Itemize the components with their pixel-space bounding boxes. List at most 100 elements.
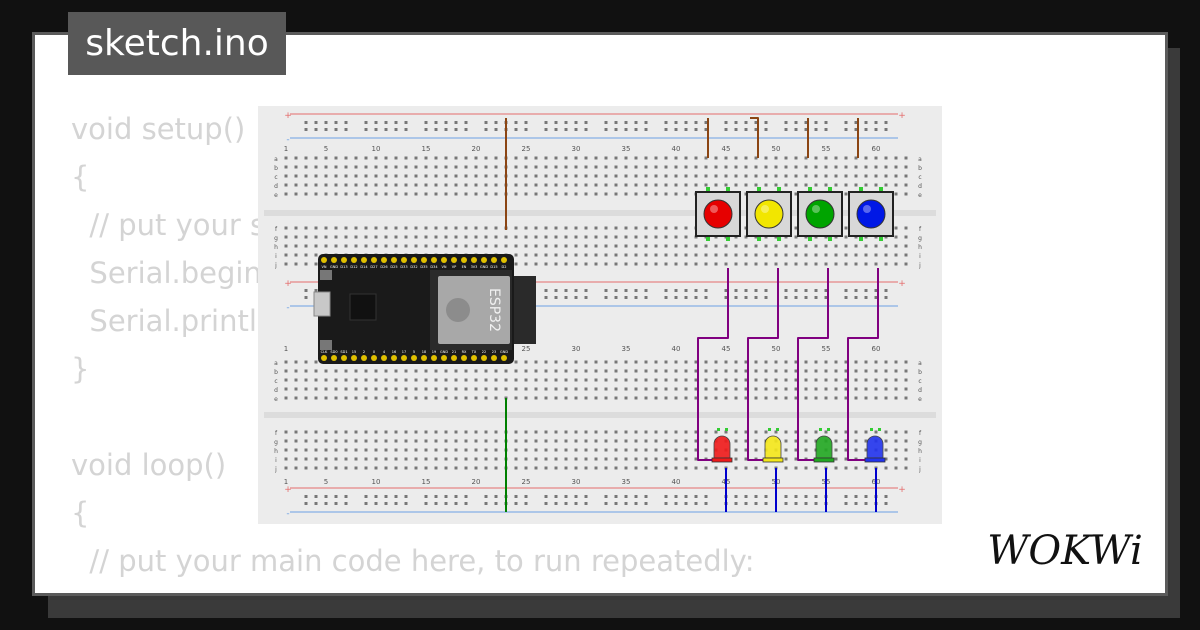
hole (654, 466, 658, 470)
column-number: 15 (422, 145, 431, 153)
hole (614, 235, 618, 239)
hole (694, 466, 698, 470)
button-pin (859, 237, 863, 241)
hole (444, 457, 448, 461)
hole (494, 156, 498, 160)
rail-hole (314, 502, 318, 505)
hole (754, 378, 758, 382)
hole (674, 235, 678, 239)
column-number: 20 (472, 145, 481, 153)
rail-hole (364, 495, 368, 498)
hole (654, 369, 658, 373)
hole (634, 192, 638, 196)
wokwi-logo: WOKWi (987, 528, 1143, 574)
hole (594, 262, 598, 266)
hole (684, 183, 688, 187)
led-body (764, 435, 782, 459)
hole (744, 253, 748, 257)
pin-label: 17 (402, 350, 406, 354)
hole (364, 156, 368, 160)
hole (544, 165, 548, 169)
hole (744, 244, 748, 248)
led-green[interactable] (813, 428, 835, 463)
leds[interactable] (711, 428, 886, 463)
rail-plus-label: + (898, 485, 906, 495)
hole (834, 174, 838, 178)
rail-hole (814, 128, 818, 131)
rail-hole (704, 296, 708, 299)
hole (874, 262, 878, 266)
hole (294, 262, 298, 266)
code-line: delay(10); // this speeds up the simulat… (71, 585, 755, 593)
hole (874, 253, 878, 257)
row-letter: g (918, 235, 922, 242)
rail-hole (634, 296, 638, 299)
hole (424, 448, 428, 452)
hole (784, 174, 788, 178)
hole (324, 156, 328, 160)
hole (844, 387, 848, 391)
led-blue[interactable] (864, 428, 886, 463)
hole (464, 466, 468, 470)
hole (664, 192, 668, 196)
hole (624, 369, 628, 373)
hole (474, 457, 478, 461)
hole (294, 165, 298, 169)
hole (524, 174, 528, 178)
hole (634, 244, 638, 248)
rail-hole (704, 121, 708, 124)
hole (784, 369, 788, 373)
hole (834, 253, 838, 257)
led-red[interactable] (711, 428, 733, 463)
hole (554, 235, 558, 239)
hole (524, 244, 528, 248)
column-number: 15 (422, 478, 431, 486)
hole (484, 174, 488, 178)
hole (734, 387, 738, 391)
hole (794, 369, 798, 373)
code-line: { (71, 496, 90, 530)
hole (724, 396, 728, 400)
hole (584, 192, 588, 196)
hole (844, 253, 848, 257)
hole (284, 192, 288, 196)
esp32-board[interactable]: ESP32VNCLKGNDSD0D13SD1D1215D142D270D264D… (313, 254, 536, 364)
hole (564, 156, 568, 160)
rail-hole (624, 289, 628, 292)
pushbutton-yellow[interactable] (746, 187, 792, 241)
hole (584, 457, 588, 461)
hole (534, 439, 538, 443)
hole (844, 360, 848, 364)
hole (364, 396, 368, 400)
hole (614, 192, 618, 196)
hole (314, 448, 318, 452)
hole (304, 235, 308, 239)
pushbutton-green[interactable] (797, 187, 843, 241)
led-pin (725, 428, 728, 431)
rail-hole (884, 296, 888, 299)
led-yellow[interactable] (762, 428, 784, 463)
pushbutton-red[interactable] (695, 187, 741, 241)
rail-hole (394, 128, 398, 131)
pushbutton-blue[interactable] (848, 187, 894, 241)
hole (814, 369, 818, 373)
hole (804, 156, 808, 160)
hole (644, 183, 648, 187)
hole (384, 244, 388, 248)
hole (764, 253, 768, 257)
hole (474, 378, 478, 382)
hole (424, 174, 428, 178)
hole (474, 156, 478, 160)
hole (474, 183, 478, 187)
file-tab[interactable]: sketch.ino (68, 12, 286, 75)
hole (534, 369, 538, 373)
hole (594, 378, 598, 382)
hole (514, 253, 518, 257)
hole (564, 448, 568, 452)
pushbuttons[interactable] (695, 187, 894, 241)
rail-hole (824, 296, 828, 299)
pin-header (391, 257, 397, 263)
hole (514, 378, 518, 382)
hole (624, 192, 628, 196)
